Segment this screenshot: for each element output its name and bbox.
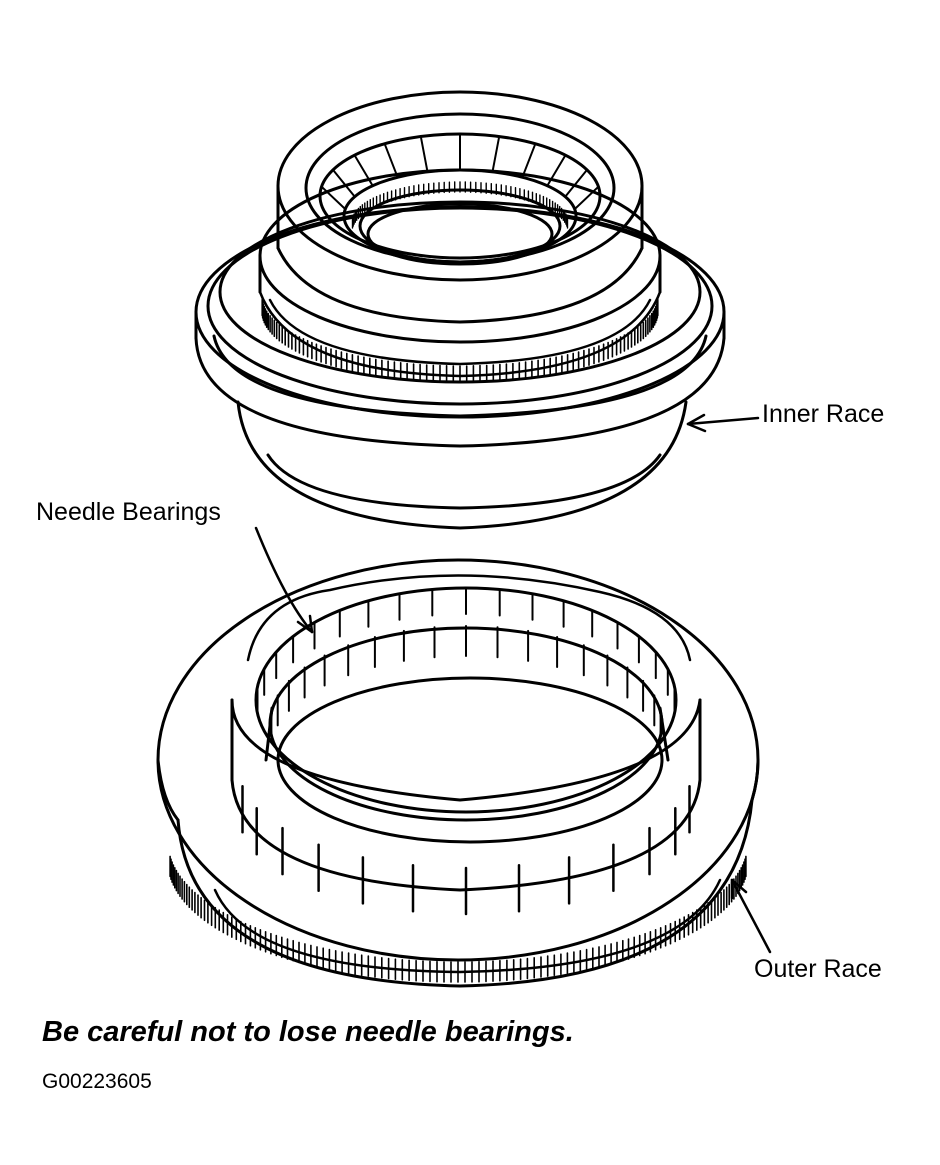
outer-race-cage-teeth — [241, 785, 691, 916]
outer-race-part — [156, 558, 760, 988]
needle-bearings-label: Needle Bearings — [36, 498, 221, 526]
outer-race-label: Outer Race — [754, 955, 882, 983]
outer-race-leader — [730, 878, 772, 954]
inner-race-cage — [320, 133, 600, 211]
inner-race-part — [194, 90, 726, 530]
outer-race-needle-rollers — [256, 587, 676, 742]
inner-race-arrowhead — [686, 413, 707, 433]
callout-leaders — [254, 413, 772, 954]
caption: Be careful not to lose needle bearings. — [42, 1016, 574, 1048]
needle-bearings-leader — [254, 526, 314, 634]
needle-bearings-arrowhead — [296, 614, 314, 634]
figure-id: G00223605 — [42, 1070, 152, 1093]
inner-race-knurl — [261, 298, 659, 383]
inner-race-label: Inner Race — [762, 400, 885, 428]
outer-race-arrowhead — [730, 878, 748, 900]
inner-race-leader — [686, 416, 760, 426]
outer-race-knurl — [169, 855, 747, 983]
